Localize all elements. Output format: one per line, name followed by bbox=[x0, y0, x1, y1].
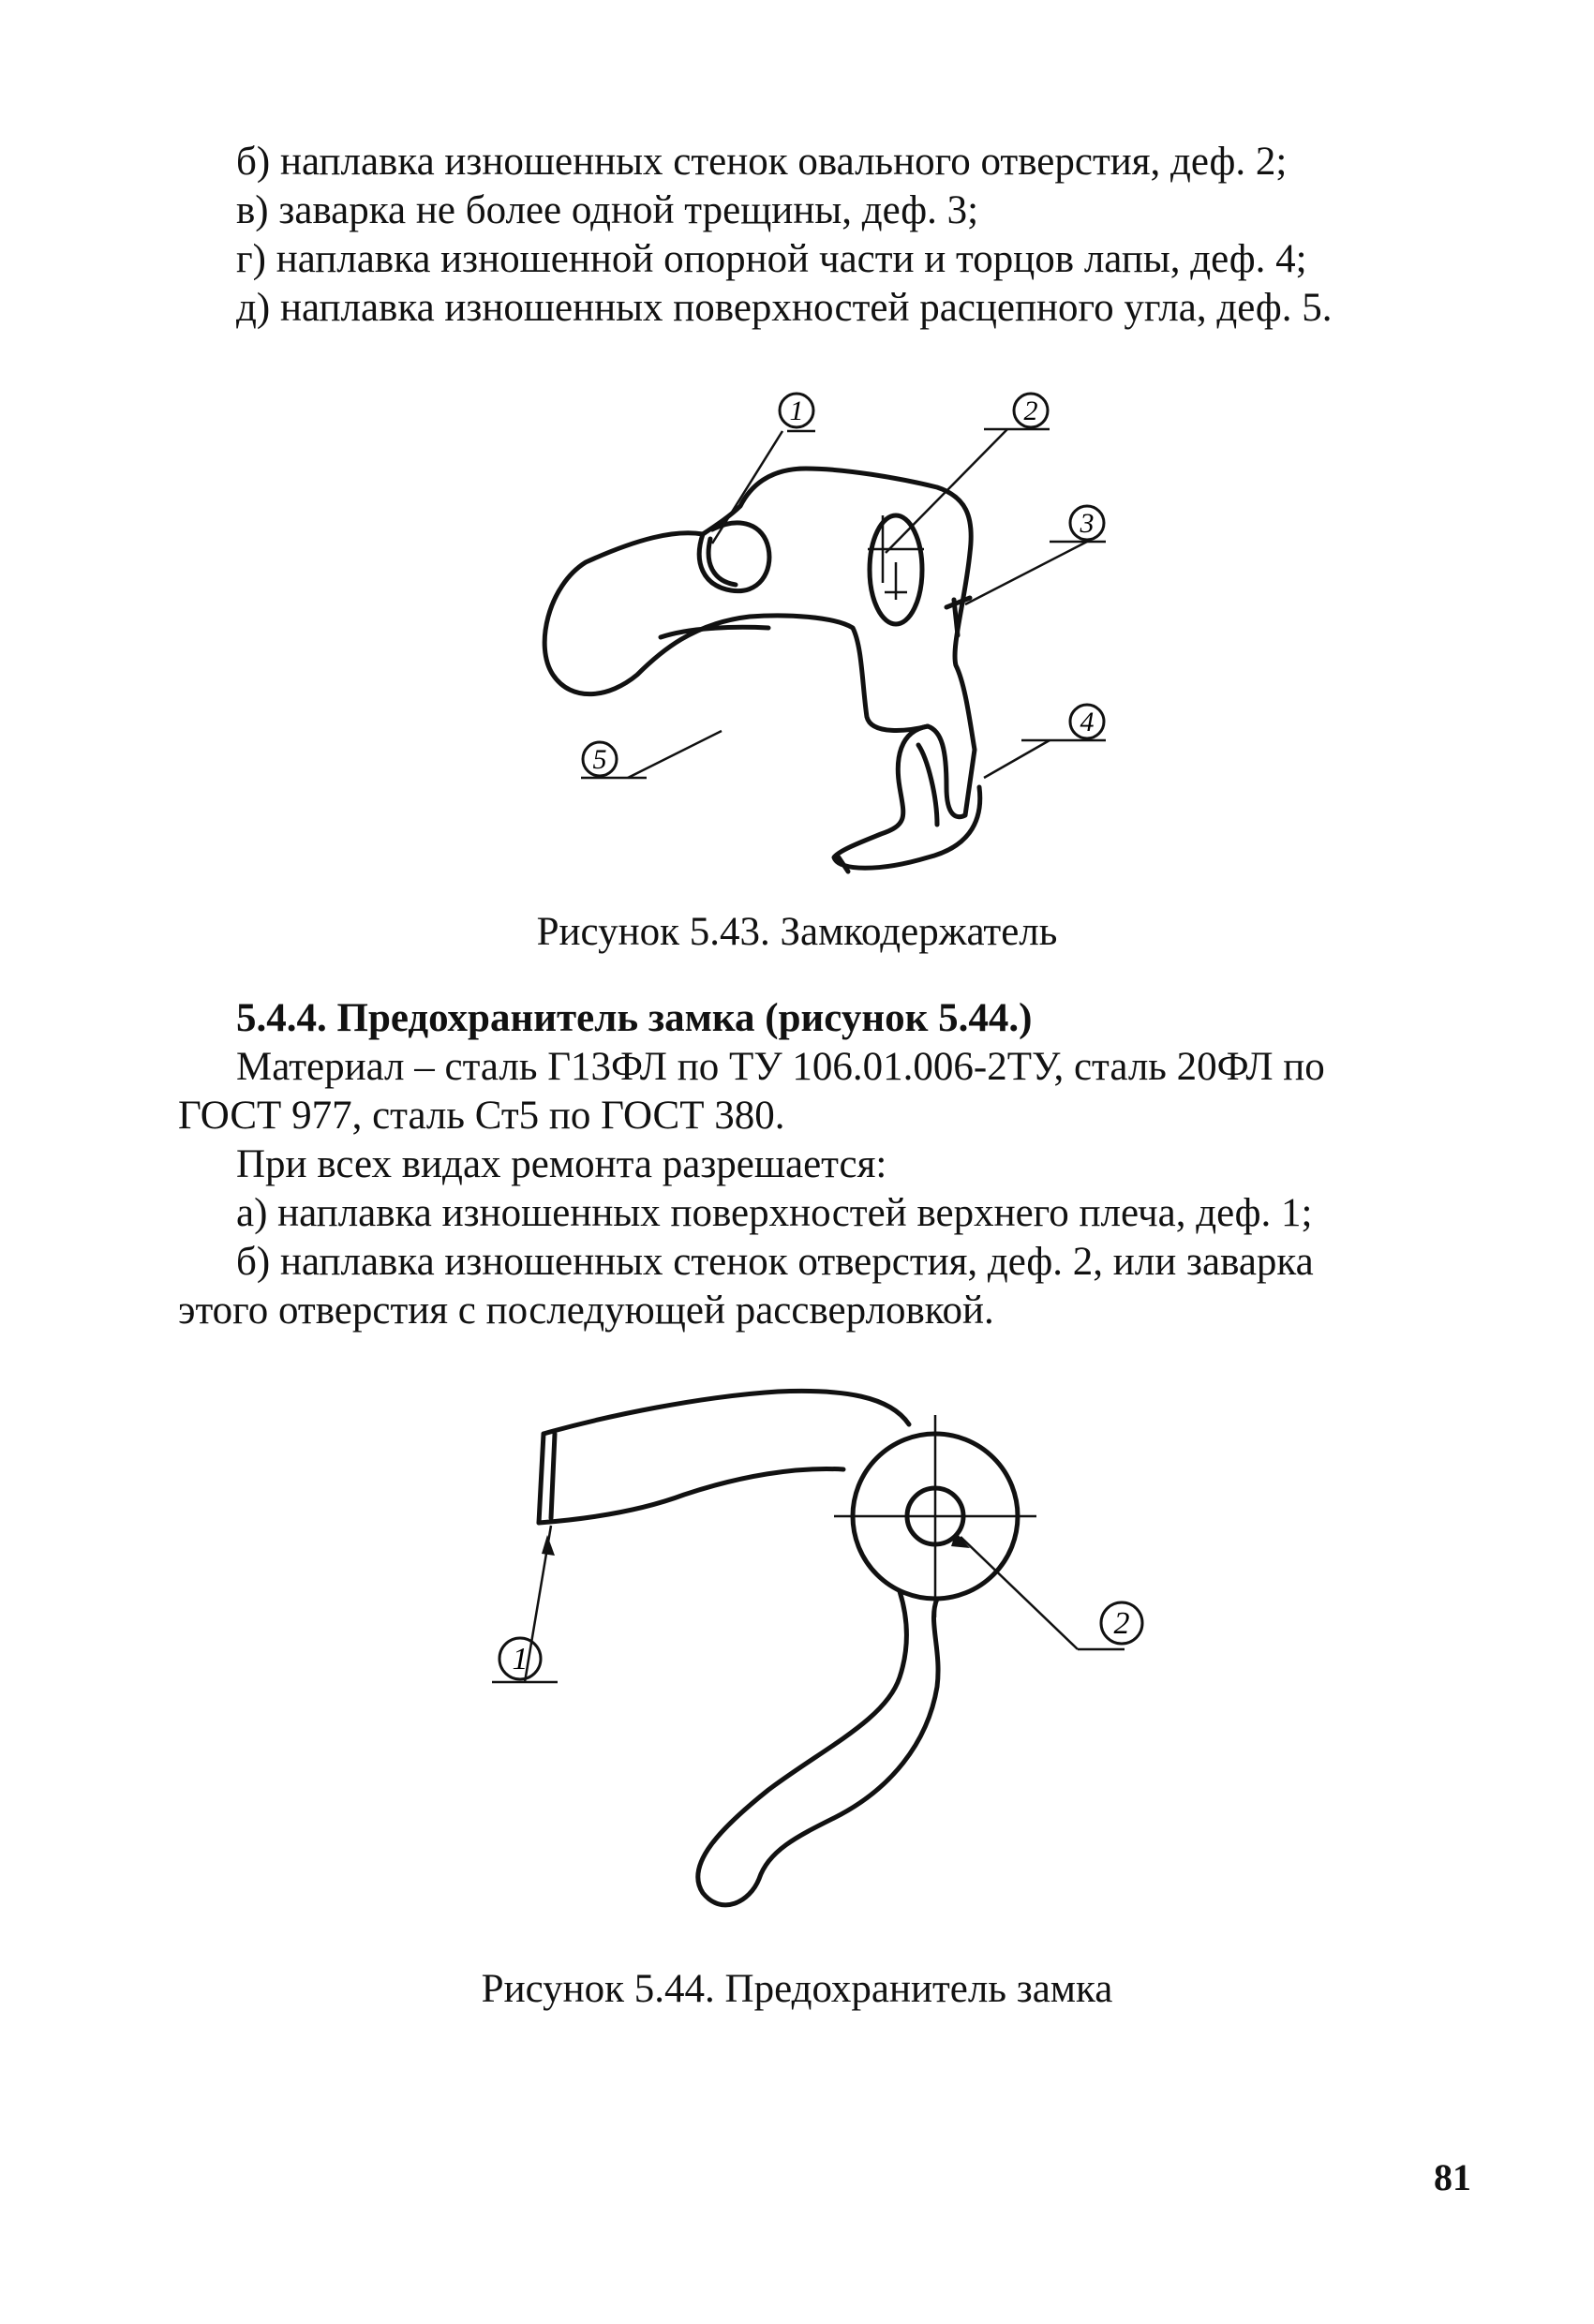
callout-1-marker bbox=[498, 1636, 543, 1681]
repair-intro: При всех видах ремонта разрешается: bbox=[236, 1142, 887, 1186]
figure-5-44-lock-guard: 1 2 bbox=[492, 1388, 1144, 1908]
callout-3-marker bbox=[1068, 504, 1106, 542]
callout-2-label: 2 bbox=[1024, 395, 1038, 426]
page-number: 81 bbox=[1434, 2156, 1471, 2198]
lock-guard-upper-arm bbox=[541, 1388, 912, 1437]
callout-3-label: 3 bbox=[1080, 508, 1095, 539]
callout-2-marker bbox=[1012, 392, 1050, 429]
item-b-line-1: б) наплавка изношенных стенок отверстия,… bbox=[236, 1240, 1314, 1284]
callout-2-label: 2 bbox=[1114, 1606, 1130, 1641]
callout-5-label: 5 bbox=[593, 744, 607, 775]
callout-1-marker bbox=[778, 392, 815, 429]
callout-4-label: 4 bbox=[1080, 707, 1095, 737]
list-item-b: б) наплавка изношенных стенок овального … bbox=[236, 140, 1288, 184]
callout-4-marker bbox=[1068, 703, 1106, 740]
item-b-line-2: этого отверстия с последующей рассверлов… bbox=[178, 1289, 994, 1333]
latch-holder-body bbox=[542, 466, 977, 820]
list-item-v: в) заварка не более одной трещины, деф. … bbox=[236, 188, 979, 232]
figure-5-43-latch-holder: 1 2 3 4 5 bbox=[542, 392, 1106, 874]
figure-5-44-caption: Рисунок 5.44. Предохранитель замка bbox=[481, 1967, 1113, 2011]
material-line-1: Материал – сталь Г13ФЛ по ТУ 106.01.006-… bbox=[236, 1045, 1325, 1089]
list-item-g: г) наплавка изношенной опорной части и т… bbox=[236, 237, 1307, 281]
callout-1-label: 1 bbox=[790, 395, 804, 426]
item-a: а) наплавка изношенных поверхностей верх… bbox=[236, 1191, 1313, 1235]
callout-5-marker bbox=[581, 740, 618, 778]
callout-2-marker bbox=[1099, 1601, 1144, 1646]
callout-1-label: 1 bbox=[513, 1642, 529, 1676]
lock-guard-lower-arm bbox=[695, 1588, 941, 1908]
figure-5-43-caption: Рисунок 5.43. Замкодержатель bbox=[536, 910, 1058, 954]
list-item-d: д) наплавка изношенных поверхностей расц… bbox=[236, 286, 1333, 330]
material-line-2: ГОСТ 977, сталь Ст5 по ГОСТ 380. bbox=[178, 1094, 785, 1138]
section-heading: 5.4.4. Предохранитель замка (рисунок 5.4… bbox=[236, 996, 1033, 1040]
